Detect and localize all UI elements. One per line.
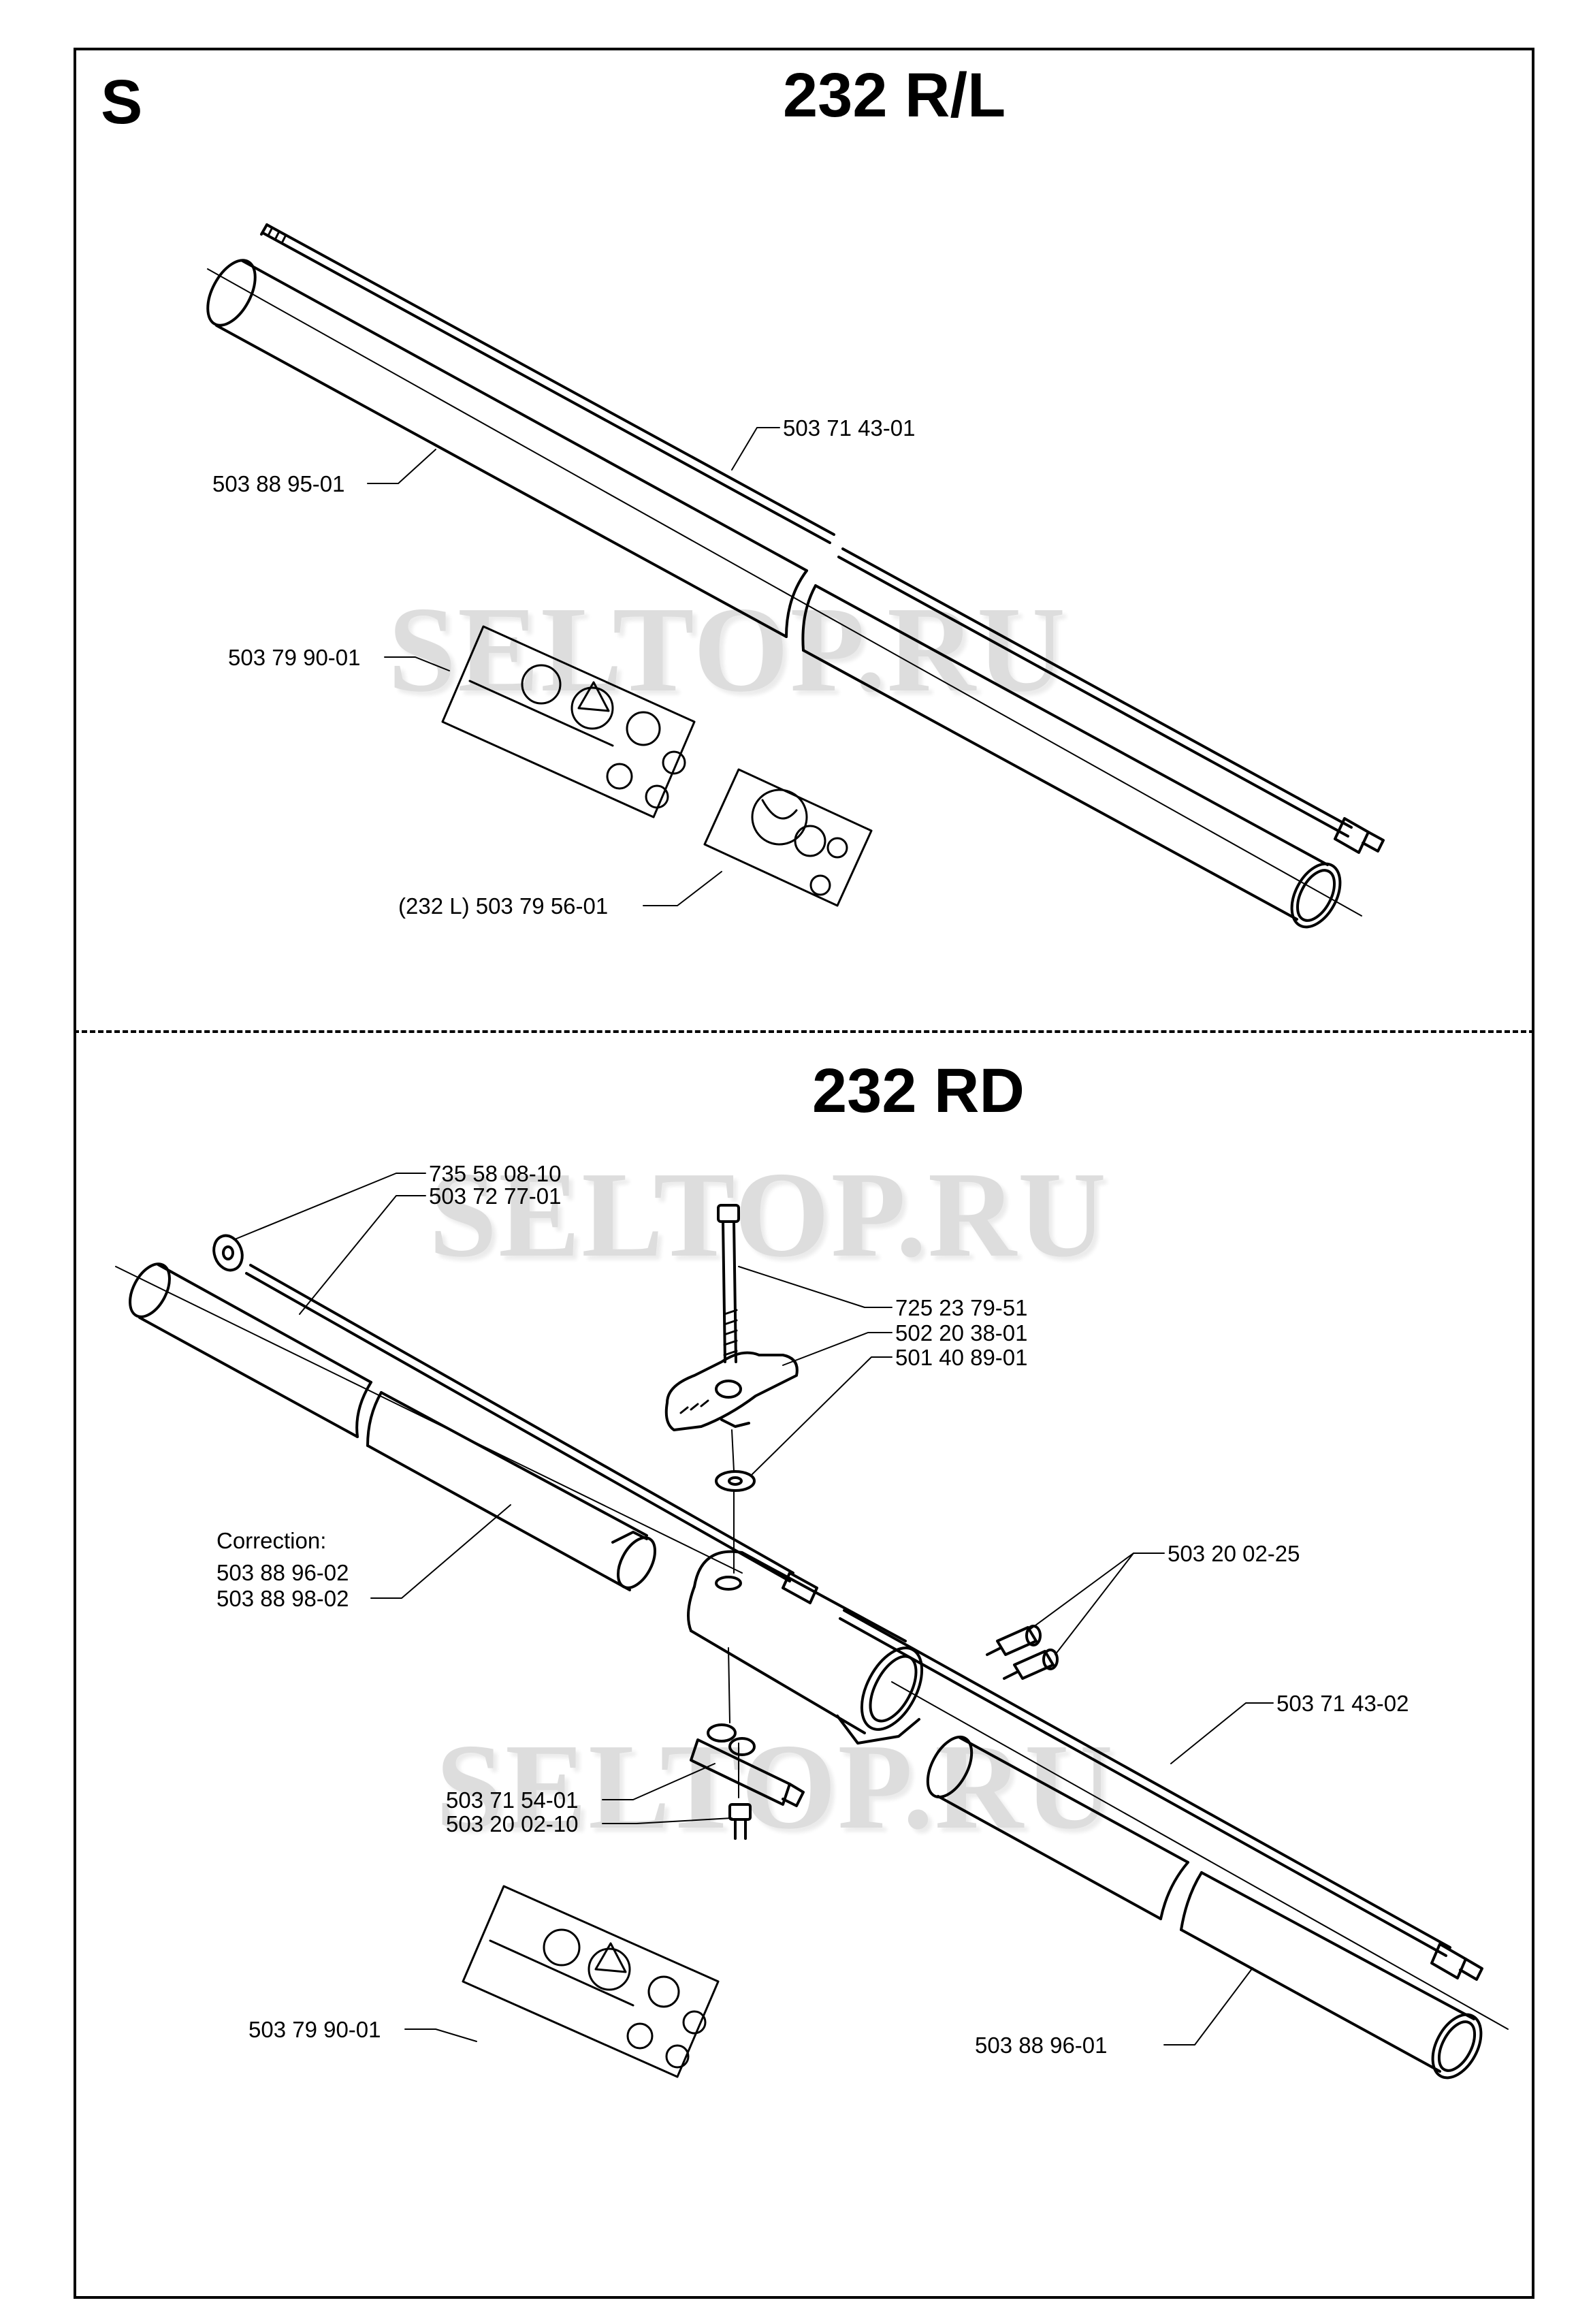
part-label-front-shaft: 503 72 77-01 — [429, 1183, 562, 1209]
part-label-clamp-plate: 503 71 54-01 — [446, 1787, 579, 1813]
model-title-232-rd: 232 RD — [812, 1056, 1025, 1126]
part-label-screws: 503 20 02-25 — [1168, 1541, 1300, 1566]
part-label-rear-tube: 503 88 96-01 — [975, 2033, 1108, 2058]
part-label-decal-232l: (232 L) 503 79 56-01 — [398, 893, 609, 919]
drawing-frame — [74, 48, 1534, 2299]
part-label-shaft-top: 503 71 43-01 — [783, 415, 916, 441]
warning-decal-top — [441, 625, 696, 818]
part-label-bolt: 725 23 79-51 — [895, 1295, 1028, 1320]
watermark: SELTOP.RU — [429, 1147, 1108, 1282]
part-label-knob: 502 20 38-01 — [895, 1320, 1028, 1346]
correction-title: Correction: — [216, 1528, 327, 1553]
lower-clamp-parts — [690, 1723, 805, 1840]
part-label-decal-top: 503 79 90-01 — [228, 645, 361, 670]
part-label-screw-small: 503 20 02-10 — [446, 1811, 579, 1836]
section-letter: S — [101, 67, 143, 137]
clamp-hardware — [664, 1204, 799, 1798]
part-label-tube-top: 503 88 95-01 — [212, 471, 345, 496]
leader-lines-bottom — [234, 1173, 1274, 2046]
clamp-screws — [986, 1625, 1059, 1680]
part-label-washer-small: 501 40 89-01 — [895, 1345, 1028, 1370]
shaft-tube-assembly-bottom — [115, 1234, 1509, 2080]
warning-decal-bottom — [462, 1885, 720, 2078]
part-label-decal-bottom: 503 79 90-01 — [248, 2017, 381, 2042]
part-label-front-tube: 503 88 98-02 — [216, 1586, 349, 1611]
section-divider — [74, 1030, 1534, 1033]
model-title-232-rl: 232 R/L — [783, 61, 1006, 130]
part-label-washer: 735 58 08-10 — [429, 1161, 562, 1186]
leader-lines-top — [367, 427, 780, 906]
part-label-correction: 503 88 96-02 — [216, 1560, 349, 1585]
shaft-tube-assembly-top — [206, 223, 1385, 929]
warning-decal-232l — [703, 768, 873, 907]
part-label-rear-shaft: 503 71 43-02 — [1276, 1691, 1409, 1716]
